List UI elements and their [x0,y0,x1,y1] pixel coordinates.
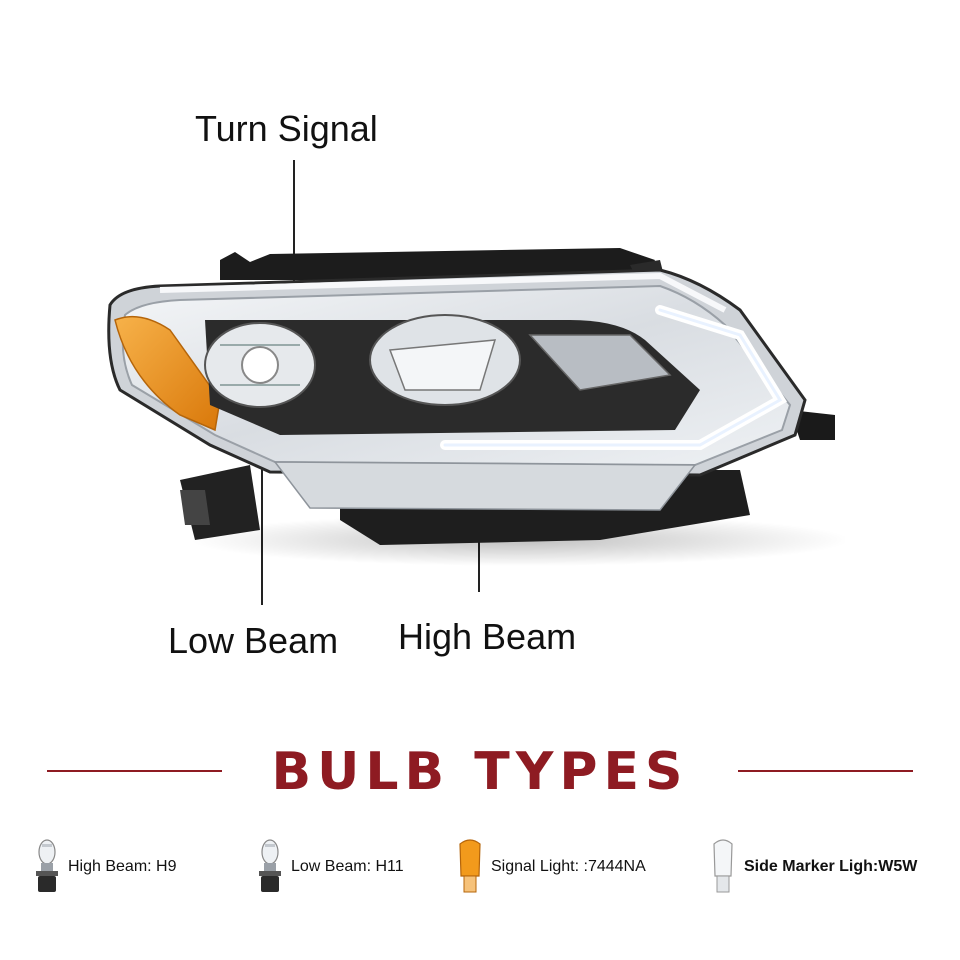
bulb-item-high-beam: High Beam: H9 [32,832,177,902]
bulb-label-high-beam: High Beam: H9 [68,858,177,875]
bulb-item-side-marker: Side Marker Ligh:W5W [708,832,917,902]
low-beam-label: Low Beam [168,620,339,661]
halogen-bulb-icon [259,839,281,892]
bulb-label-low-beam: Low Beam: H11 [291,858,404,875]
low-beam-leader-line [261,405,263,605]
section-title-bulb-types: BULB TYPES [271,742,689,802]
section-rule-right [738,770,913,772]
section-rule-left [47,770,222,772]
high-beam-label: High Beam [398,616,577,657]
headlight-assembly-image [107,248,845,566]
clear-wedge-bulb-icon [713,839,733,893]
bulb-label-signal-light: Signal Light: :7444NA [491,858,646,875]
bulb-label-side-marker: Side Marker Ligh:W5W [744,858,918,875]
turn-signal-leader-line [293,160,295,308]
amber-wedge-bulb-icon [459,839,481,893]
halogen-bulb-icon [36,839,58,892]
bulb-item-signal-light: Signal Light: :7444NA [455,832,646,902]
bulb-item-low-beam: Low Beam: H11 [255,832,404,902]
turn-signal-label: Turn Signal [195,108,378,149]
